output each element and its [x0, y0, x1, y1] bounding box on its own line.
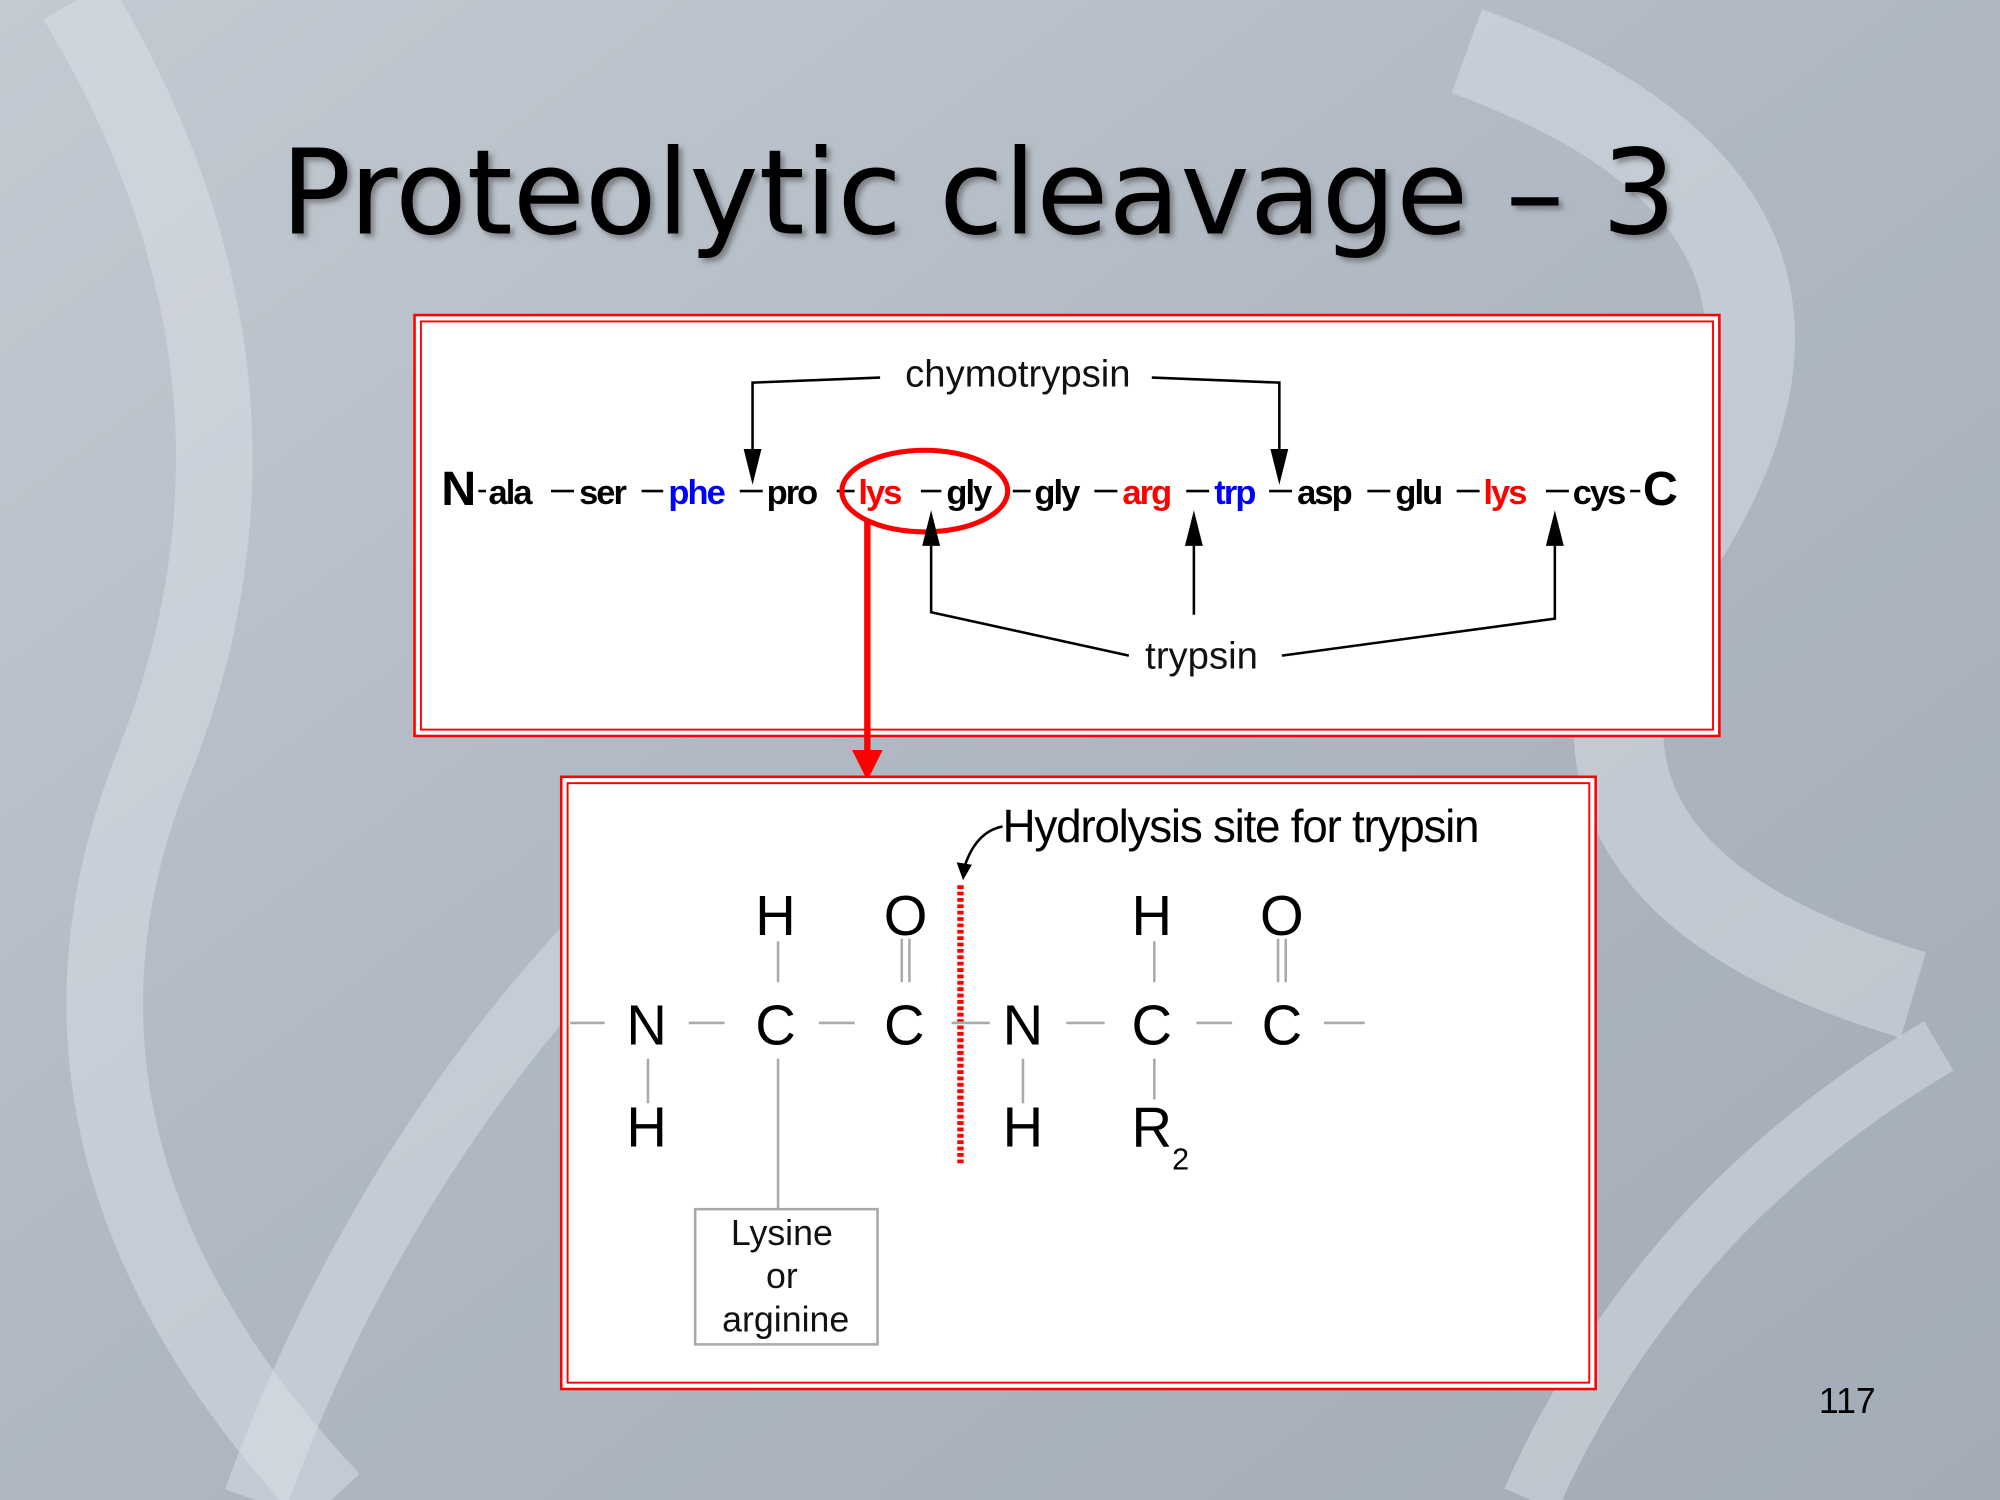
hydrolysis-pointer-arrowhead: [956, 862, 972, 881]
zoom-arrow: [852, 520, 883, 781]
slide-title: Proteolytic cleavage – 3: [281, 124, 1677, 261]
hydrolysis-detail-panel: Hydrolysis site for trypsin H O H O N C: [559, 775, 1597, 1391]
side-chain-line: arginine: [722, 1300, 849, 1340]
atom-n: N: [1003, 994, 1044, 1057]
residue-trp: trp: [1214, 474, 1255, 512]
side-chain-line: or: [766, 1256, 798, 1296]
hydrolysis-site-label: Hydrolysis site for trypsin: [1003, 800, 1479, 852]
side-chain-box: [693, 1207, 879, 1346]
residue-cys: cys: [1573, 474, 1625, 512]
residue-phe: phe: [668, 474, 724, 512]
residue-lys: lys: [858, 474, 901, 512]
residue-glu: glu: [1395, 474, 1441, 512]
atom-c: C: [1262, 994, 1303, 1057]
residue-gly: gly: [946, 474, 992, 512]
atom-h: H: [626, 1096, 667, 1159]
residue-asp: asp: [1297, 474, 1351, 512]
atom-c: C: [755, 994, 796, 1057]
chymotrypsin-label: chymotrypsin: [905, 352, 1130, 395]
residue-gly: gly: [1034, 474, 1080, 512]
side-chain-line: Lysine: [731, 1213, 833, 1253]
sequence-panel: N C ala ser phe pro lys gly gly arg trp asp glu lys…: [413, 313, 1721, 738]
n-terminus: N: [441, 462, 476, 516]
atom-h: H: [755, 884, 796, 947]
trypsin-arrows: [922, 510, 1564, 657]
residue-arg: arg: [1122, 474, 1170, 512]
residue-ser: ser: [579, 474, 626, 512]
residue-list: ala ser phe pro lys gly gly arg trp asp glu lys cys: [489, 474, 1628, 512]
hydrolysis-pointer-arrow: [963, 825, 1003, 868]
atom-n: N: [626, 994, 667, 1057]
c-terminus: C: [1643, 462, 1678, 516]
r-subscript: 2: [1172, 1143, 1189, 1177]
trypsin-label: trypsin: [1145, 634, 1258, 677]
atom-r: R: [1132, 1096, 1173, 1159]
atom-h: H: [1132, 884, 1173, 947]
chymotrypsin-arrows: [743, 376, 1289, 485]
residue-ala: ala: [489, 474, 534, 512]
atom-o: O: [1260, 884, 1304, 947]
atom-c: C: [884, 994, 925, 1057]
atom-c: C: [1132, 994, 1173, 1057]
atom-o: O: [884, 884, 928, 947]
bonds: [570, 938, 1365, 1210]
residue-lys: lys: [1483, 474, 1526, 512]
highlight-circle: [839, 447, 1011, 535]
residue-pro: pro: [767, 474, 818, 512]
atom-h: H: [1003, 1096, 1044, 1159]
page-number: 117: [1819, 1381, 1876, 1421]
